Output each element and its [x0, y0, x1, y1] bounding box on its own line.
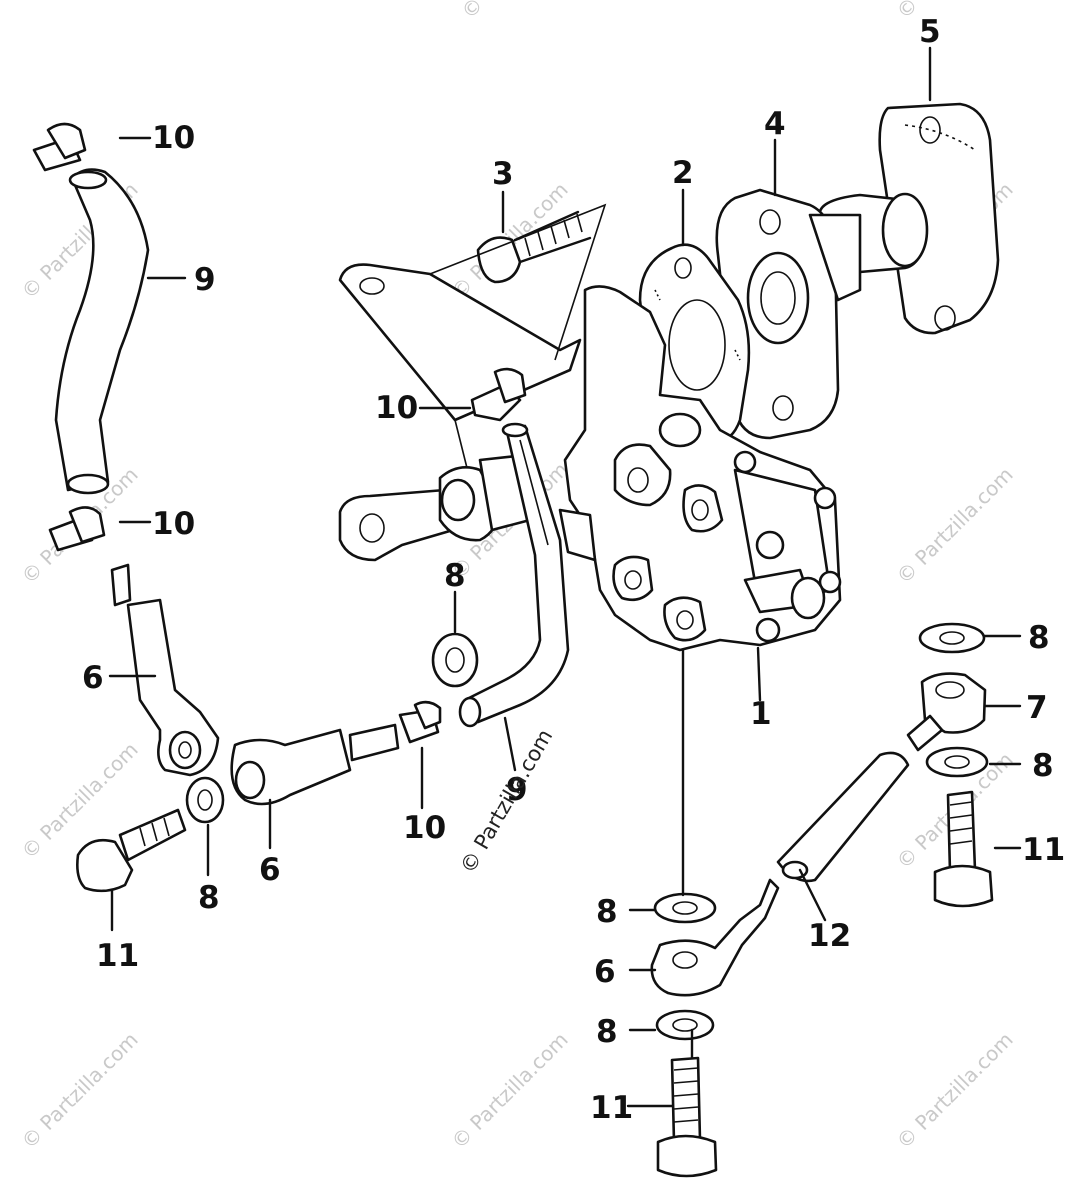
callout-5: 5 [919, 14, 941, 50]
part-6-banjo-fitting-right [650, 878, 780, 997]
part-9-oil-hose-left [54, 168, 150, 495]
watermark: © Partzilla.com [457, 0, 583, 24]
callout-7: 7 [1026, 690, 1048, 726]
part-11-banjo-bolt-right [933, 790, 994, 908]
part-10-hose-clip-upper [470, 367, 527, 422]
part-11-banjo-bolt-bottom [656, 1056, 718, 1178]
callout-8: 8 [1032, 748, 1054, 784]
callout-11: 11 [96, 938, 139, 974]
callout-4: 4 [764, 106, 786, 142]
callout-10: 10 [403, 810, 446, 846]
part-9-oil-hose-center [458, 422, 570, 728]
callout-12: 12 [808, 918, 851, 954]
watermark-layer: © Partzilla.com © Partzilla.com © Partzi… [17, 0, 1018, 1154]
watermark: © Partzilla.com [892, 462, 1018, 588]
callout-10: 10 [152, 120, 195, 156]
callout-9: 9 [194, 262, 216, 298]
callout-8: 8 [444, 558, 466, 594]
watermark-center: © Partzilla.com [456, 725, 558, 877]
watermark: © Partzilla.com [892, 0, 1018, 24]
part-6-banjo-fitting-left [110, 563, 220, 777]
callout-8: 8 [1028, 620, 1050, 656]
callout-3: 3 [492, 156, 514, 192]
callout-10: 10 [152, 506, 195, 542]
part-1-oil-pump [558, 285, 842, 652]
part-11-banjo-bolt-left [76, 808, 187, 893]
leader-lines [108, 46, 1022, 1108]
callout-10: 10 [375, 390, 418, 426]
callout-9: 9 [506, 772, 528, 808]
part-10-hose-clip-top-left [32, 122, 87, 172]
callout-labels: 1 2 3 4 5 6 6 6 7 8 8 8 8 8 8 9 9 10 10 … [82, 14, 1065, 1126]
part-7-fitting [906, 672, 987, 752]
callout-11: 11 [1022, 832, 1065, 868]
part-6-banjo-fitting-center [230, 723, 400, 806]
watermark: © Partzilla.com [892, 1027, 1018, 1153]
watermark: © Partzilla.com [447, 1027, 573, 1153]
callout-8: 8 [198, 880, 220, 916]
callout-1: 1 [750, 696, 772, 732]
part-12-pipe [776, 751, 910, 883]
callout-6: 6 [259, 852, 281, 888]
watermark: © Partzilla.com [17, 1027, 143, 1153]
callout-2: 2 [672, 155, 694, 191]
part-10-hose-clip-mid-left [48, 506, 106, 552]
callout-11: 11 [590, 1090, 633, 1126]
callout-6: 6 [82, 660, 104, 696]
part-10-hose-clip-lower [398, 700, 442, 744]
part-3-bolt-and-bracket [338, 203, 607, 481]
callout-8: 8 [596, 1014, 618, 1050]
callout-8: 8 [596, 894, 618, 930]
callout-6: 6 [594, 954, 616, 990]
part-8-washer-set [185, 622, 989, 1041]
